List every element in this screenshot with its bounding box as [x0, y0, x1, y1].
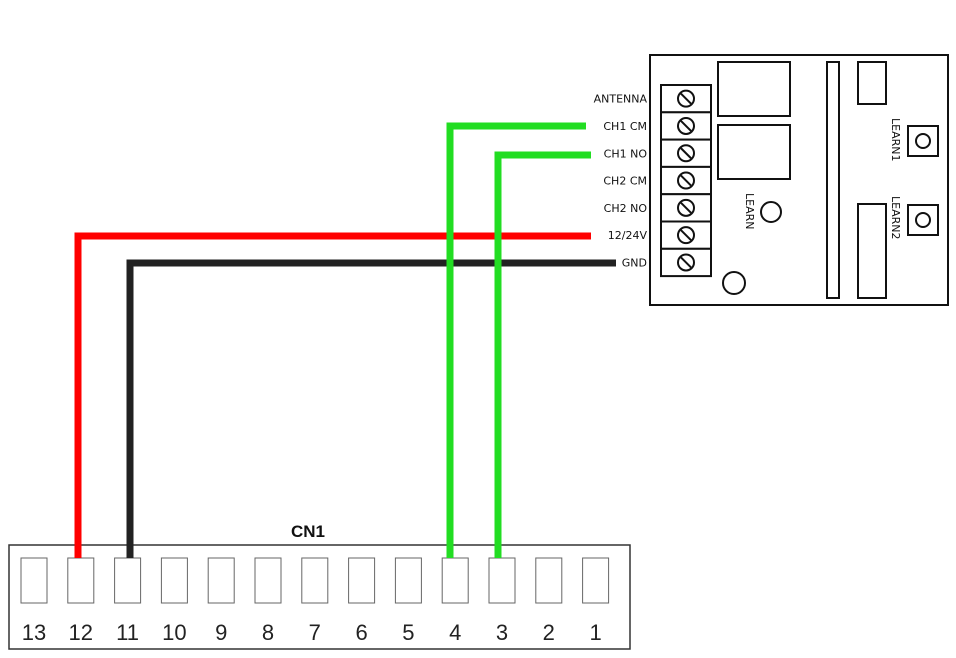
learn2-button[interactable]	[907, 204, 939, 236]
cn1-pin-number: 12	[69, 620, 93, 645]
cn1-pin-13: 13	[20, 557, 48, 645]
cn1-pin-9: 9	[207, 557, 235, 645]
board-strip	[826, 61, 840, 299]
cn1-pin-number: 7	[309, 620, 321, 645]
cn1-pin-number: 6	[355, 620, 367, 645]
terminal-label: GND	[622, 256, 647, 269]
wires	[74, 122, 616, 558]
cn1-pin-2: 2	[535, 557, 563, 645]
chip-bottom	[857, 203, 887, 299]
cn1-pin-8: 8	[254, 557, 282, 645]
wire-ch1-no	[494, 151, 591, 558]
wire-12-24v	[74, 232, 591, 558]
cn1-connector: CN1 13 12 11 10 9 8 7 6 5 4 3 2 1	[8, 522, 631, 650]
cn1-pins: 13 12 11 10 9 8 7 6 5 4 3 2 1	[20, 557, 610, 645]
cn1-pin-number: 2	[543, 620, 555, 645]
cn1-pin-number: 11	[116, 620, 139, 645]
cn1-pin-10: 10	[160, 557, 188, 645]
cn1-pin-1: 1	[582, 557, 610, 645]
learn2-label: LEARN2	[889, 196, 902, 239]
terminal-antenna: ANTENNA	[594, 84, 712, 114]
learn1-button[interactable]	[907, 125, 939, 157]
terminal-label: CH2 NO	[604, 202, 648, 215]
cn1-pin-number: 8	[262, 620, 274, 645]
terminal-ch2-cm: CH2 CM	[603, 165, 712, 196]
wire-ch1-cm	[446, 122, 586, 558]
cn1-pin-number: 5	[402, 620, 414, 645]
relay-1	[717, 61, 791, 117]
chip-top	[857, 61, 887, 105]
wire-gnd	[126, 259, 616, 558]
cn1-pin-number: 9	[215, 620, 227, 645]
terminal-ch1-cm: CH1 CM	[603, 111, 712, 141]
terminal-gnd: GND	[622, 247, 712, 278]
learn-led	[760, 201, 782, 223]
cn1-pin-number: 4	[449, 620, 461, 645]
cn1-pin-7: 7	[301, 557, 329, 645]
cn1-pin-number: 13	[22, 620, 46, 645]
relay-2	[717, 124, 791, 180]
terminal-label: CH1 NO	[604, 147, 648, 160]
terminal-label: 12/24V	[608, 229, 648, 242]
terminal-label: ANTENNA	[594, 93, 648, 106]
terminal-block: ANTENNA CH1 CM CH1 NO CH2 CM CH2 NO 12/24V GND	[594, 84, 712, 278]
cn1-pin-number: 1	[589, 620, 601, 645]
terminal-label: CH1 CM	[603, 120, 647, 133]
cn1-pin-3: 3	[488, 557, 516, 645]
terminal-ch2-no: CH2 NO	[604, 193, 712, 223]
learn1-label: LEARN1	[889, 118, 902, 161]
status-led	[722, 271, 746, 295]
cn1-pin-5: 5	[394, 557, 422, 645]
learn-label: LEARN	[743, 193, 756, 229]
cn1-pin-12: 12	[67, 557, 95, 645]
cn1-pin-4: 4	[441, 557, 469, 645]
cn1-pin-11: 11	[114, 557, 142, 645]
cn1-pin-number: 3	[496, 620, 508, 645]
cn1-pin-6: 6	[348, 557, 376, 645]
terminal-label: CH2 CM	[603, 175, 647, 188]
cn1-pin-number: 10	[162, 620, 186, 645]
cn1-title: CN1	[291, 522, 325, 541]
